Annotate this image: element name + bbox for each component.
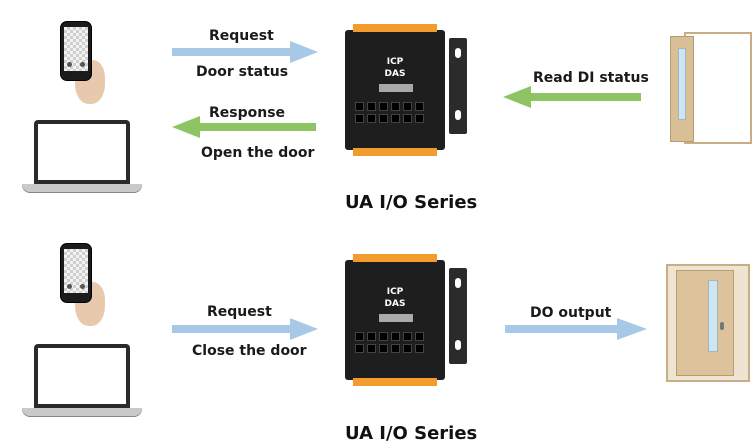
device-ports — [355, 102, 435, 126]
request-sub-label: Door status — [196, 64, 289, 80]
device-brand: ICP DAS — [375, 286, 415, 312]
device-brand: ICP DAS — [375, 56, 415, 82]
bottom-series-title: UA I/O Series — [345, 423, 478, 444]
laptop-icon — [22, 120, 142, 196]
device-model-plate — [379, 314, 413, 322]
device-model-plate — [379, 84, 413, 92]
response-sub-label: Open the door — [201, 145, 315, 161]
brand-line-2: DAS — [384, 299, 406, 309]
closed-door-icon — [664, 264, 750, 382]
response-label: Response — [209, 105, 286, 121]
top-series-title: UA I/O Series — [345, 192, 478, 213]
request-label: Request — [207, 304, 272, 320]
request-label: Request — [209, 28, 274, 44]
smartphone-in-hand-icon — [55, 244, 115, 326]
request-arrow — [172, 41, 318, 63]
brand-line-1: ICP — [386, 287, 404, 297]
laptop-icon — [22, 344, 142, 420]
request-arrow — [172, 318, 318, 340]
ua-io-module-icon: ICP DAS — [345, 20, 475, 160]
read-di-arrow — [503, 86, 641, 108]
open-door-icon — [664, 32, 752, 144]
smartphone-in-hand-icon — [55, 22, 115, 104]
response-arrow — [172, 116, 316, 138]
request-sub-label: Close the door — [192, 343, 307, 359]
do-output-label: DO output — [530, 305, 612, 321]
device-ports — [355, 332, 435, 356]
ua-io-module-icon: ICP DAS — [345, 250, 475, 390]
read-di-label: Read DI status — [533, 70, 649, 86]
brand-line-1: ICP — [386, 57, 404, 67]
brand-line-2: DAS — [384, 69, 406, 79]
do-output-arrow — [505, 318, 647, 340]
